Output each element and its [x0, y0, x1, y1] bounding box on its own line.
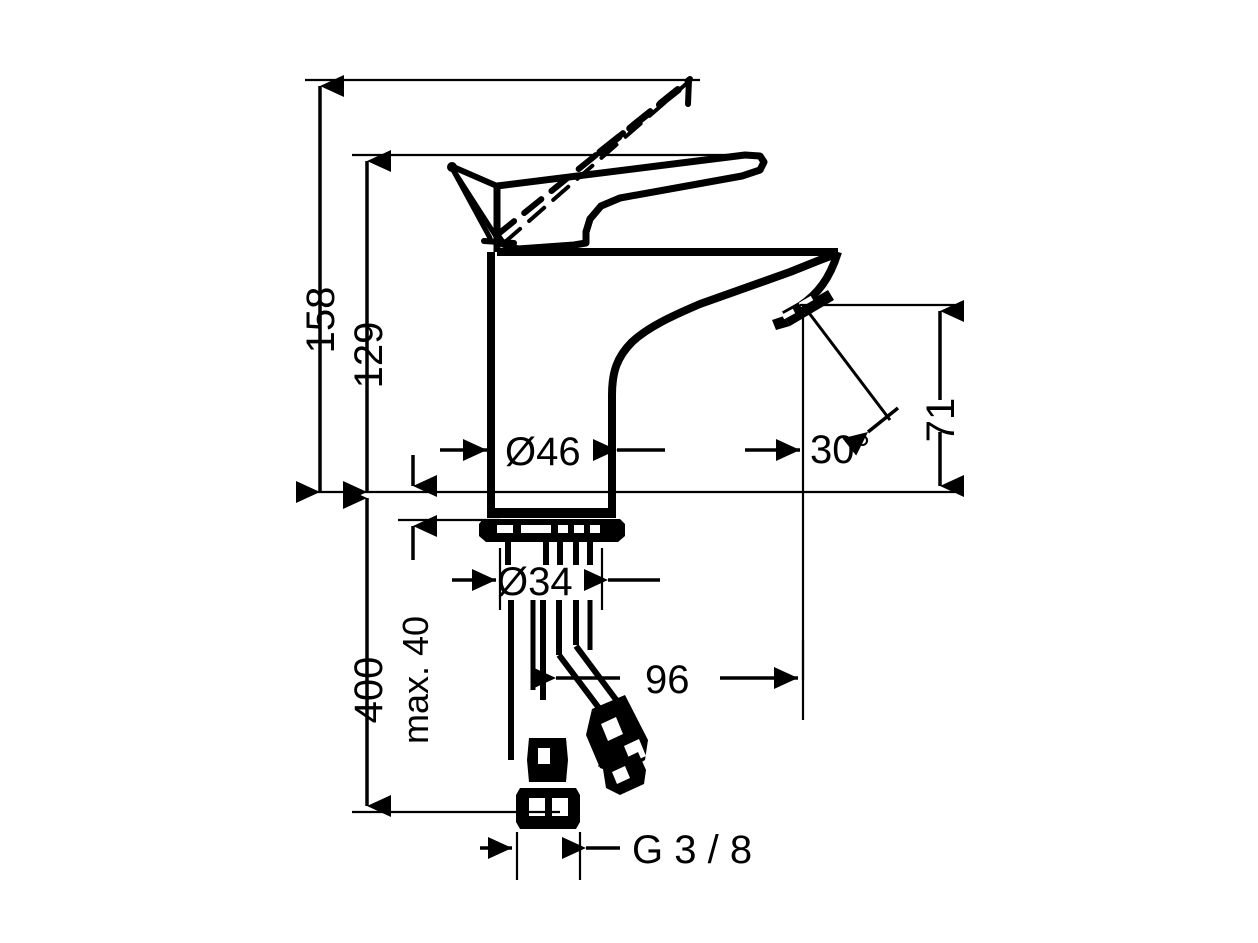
dimension-thread-size-label: G 3 / 8	[632, 828, 752, 872]
lever-pivot-marks	[447, 162, 517, 246]
dimension-shank-diameter: Ø34	[452, 560, 660, 604]
spout-aerator	[772, 290, 834, 330]
dimension-spout-height-label: 129	[347, 322, 391, 389]
dimension-body-diameter-label: Ø46	[505, 430, 581, 474]
dimension-max-thickness: max. 40	[395, 455, 437, 744]
dimension-spout-projection: 96	[532, 658, 798, 702]
dimension-hose-length: 400	[343, 487, 391, 817]
threaded-shank-tubes	[505, 542, 593, 565]
dimension-thread-size: G 3 / 8	[480, 828, 752, 872]
dimension-spout-reach-height: 71	[919, 300, 964, 497]
dimension-spout-angle: 30°	[745, 304, 900, 472]
dimension-spout-height: 129	[343, 150, 391, 503]
hose-connector-left	[516, 738, 580, 829]
dimension-body-diameter: Ø46	[440, 430, 665, 474]
dimension-max-thickness-label: max. 40	[395, 616, 436, 744]
dimension-shank-diameter-label: Ø34	[497, 560, 573, 604]
cartridge-cap	[493, 186, 838, 256]
mounting-escutcheon	[479, 508, 625, 542]
dimension-spout-angle-label: 30°	[810, 428, 871, 472]
dimension-total-height: 158	[296, 75, 344, 503]
dimension-spout-projection-label: 96	[645, 658, 690, 702]
dimension-hose-length-label: 400	[347, 657, 391, 724]
dimension-total-height-label: 158	[299, 287, 343, 354]
lever-open-position-dashed	[494, 76, 693, 244]
dimension-spout-reach-height-label: 71	[919, 398, 963, 443]
lever-handle	[493, 151, 768, 253]
hose-connector-right	[586, 695, 648, 795]
